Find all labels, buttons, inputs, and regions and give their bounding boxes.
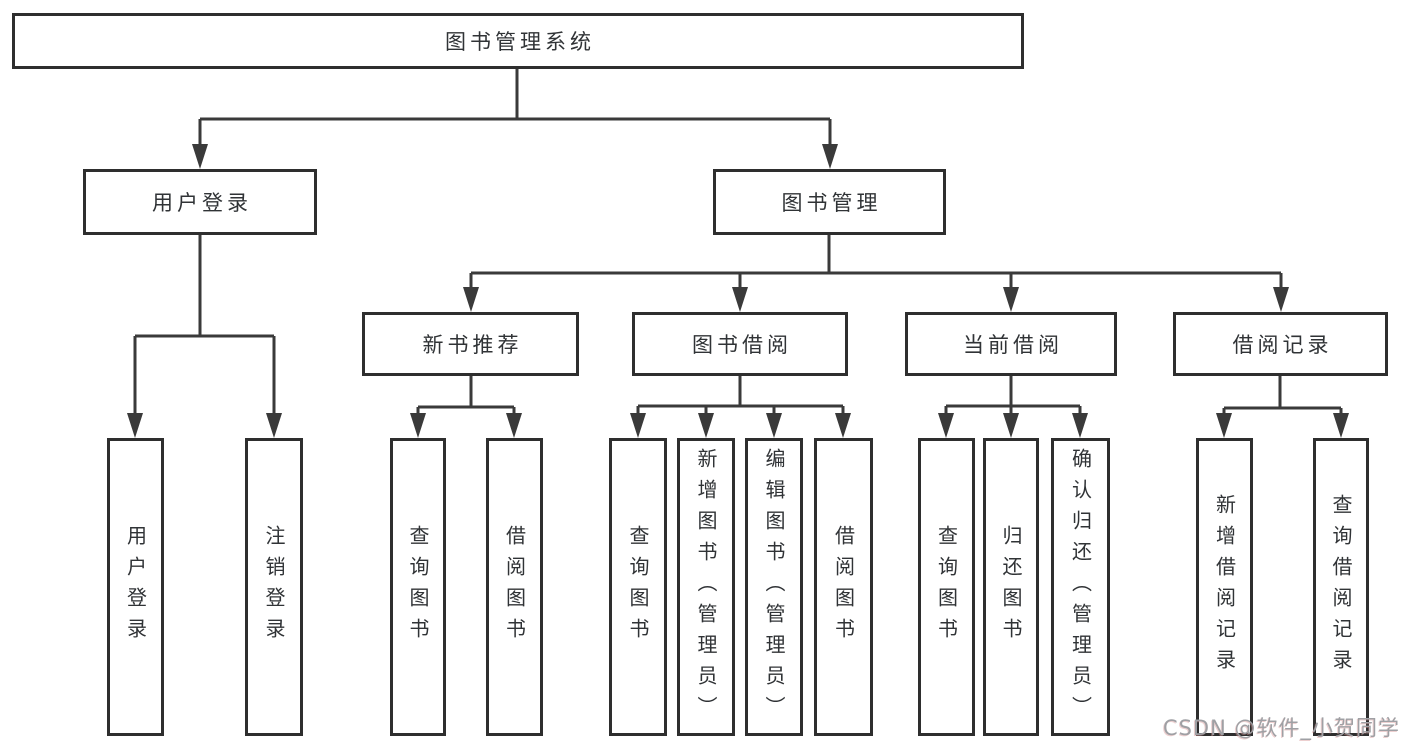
leaf-borrow-books-recommend-label: 借阅图书 <box>502 525 527 649</box>
leaf-confirm-return-admin: 确认归还（管理员） <box>1051 438 1110 736</box>
leaf-user-login: 用户登录 <box>107 438 164 736</box>
leaf-return-books: 归还图书 <box>983 438 1039 736</box>
node-borrowing-records: 借阅记录 <box>1173 312 1388 376</box>
leaf-query-borrow-record: 查询借阅记录 <box>1313 438 1369 736</box>
node-new-book-recommendation: 新书推荐 <box>362 312 579 376</box>
node-user-login-label: 用户登录 <box>152 191 252 215</box>
node-library-system-label: 图书管理系统 <box>445 30 595 54</box>
leaf-add-books-admin: 新增图书（管理员） <box>677 438 735 736</box>
node-book-borrowing: 图书借阅 <box>632 312 848 376</box>
leaf-query-books-current: 查询图书 <box>918 438 975 736</box>
leaf-borrow-books-recommend: 借阅图书 <box>486 438 543 736</box>
leaf-query-books-borrowing-label: 查询图书 <box>626 525 650 649</box>
leaf-edit-books-admin-label: 编辑图书（管理员） <box>762 447 786 727</box>
leaf-query-books-current-label: 查询图书 <box>934 525 959 649</box>
leaf-query-books-recommend: 查询图书 <box>390 438 446 736</box>
leaf-user-login-label: 用户登录 <box>123 525 148 649</box>
leaf-confirm-return-admin-label: 确认归还（管理员） <box>1068 447 1093 727</box>
leaf-add-borrow-record: 新增借阅记录 <box>1196 438 1253 736</box>
node-current-borrowing: 当前借阅 <box>905 312 1117 376</box>
leaf-logout: 注销登录 <box>245 438 303 736</box>
leaf-edit-books-admin: 编辑图书（管理员） <box>745 438 803 736</box>
node-book-management: 图书管理 <box>713 169 946 235</box>
node-current-borrowing-label: 当前借阅 <box>963 333 1063 357</box>
node-book-management-label: 图书管理 <box>781 191 882 215</box>
leaf-query-borrow-record-label: 查询借阅记录 <box>1329 494 1353 680</box>
node-book-borrowing-label: 图书借阅 <box>692 333 792 357</box>
node-library-system: 图书管理系统 <box>12 13 1024 69</box>
leaf-logout-label: 注销登录 <box>262 525 286 649</box>
leaf-borrow-books-label: 借阅图书 <box>831 525 856 649</box>
arrowhead-icons <box>127 144 1349 438</box>
leaf-add-books-admin-label: 新增图书（管理员） <box>694 447 718 727</box>
leaf-query-books-recommend-label: 查询图书 <box>406 525 430 649</box>
leaf-query-books-borrowing: 查询图书 <box>609 438 667 736</box>
node-new-book-recommendation-label: 新书推荐 <box>422 333 523 357</box>
node-user-login: 用户登录 <box>83 169 317 235</box>
leaf-add-borrow-record-label: 新增借阅记录 <box>1212 494 1237 680</box>
csdn-watermark: CSDN @软件_小贺同学 <box>1162 716 1400 740</box>
leaf-return-books-label: 归还图书 <box>999 525 1023 649</box>
node-borrowing-records-label: 借阅记录 <box>1232 333 1333 357</box>
leaf-borrow-books: 借阅图书 <box>814 438 873 736</box>
